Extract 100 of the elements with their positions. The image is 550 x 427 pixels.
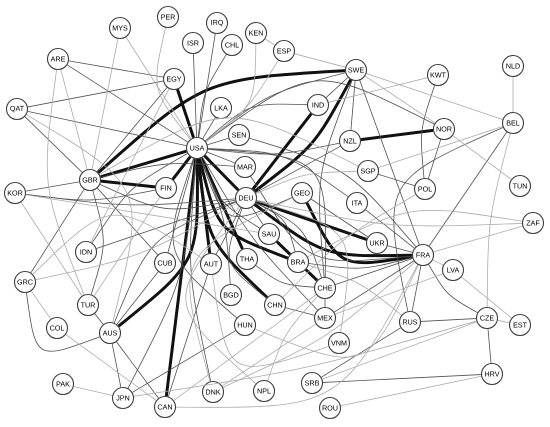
edge-line — [94, 196, 160, 296]
edge-line — [420, 318, 476, 322]
edge-line — [32, 214, 202, 275]
edge-line — [134, 320, 477, 397]
edge-line — [486, 133, 511, 308]
edge-line — [428, 264, 478, 313]
edge-line — [204, 104, 308, 142]
edge-line — [412, 265, 422, 312]
edge-line — [24, 116, 82, 173]
edge-line — [340, 376, 482, 406]
edge-line — [26, 194, 258, 233]
edge-line — [294, 53, 346, 68]
edge-line — [322, 374, 482, 383]
edge-line — [254, 264, 419, 358]
edge-line — [118, 159, 199, 328]
edge-line — [256, 200, 348, 332]
edge-line — [100, 180, 156, 188]
edge-line — [92, 38, 118, 170]
edge-line — [322, 321, 478, 380]
edge-line — [304, 268, 318, 282]
edge-line — [96, 87, 168, 172]
edge-line — [27, 80, 164, 108]
edge-line — [285, 307, 315, 316]
edge-line — [264, 38, 276, 46]
edge-line — [254, 203, 412, 258]
edge-line — [256, 170, 358, 194]
edge-line — [206, 80, 435, 142]
edge-line — [212, 274, 329, 367]
edge-line — [200, 158, 231, 284]
edge-line — [324, 298, 326, 308]
edge-line — [393, 127, 504, 312]
edge-line — [319, 80, 352, 278]
edge-line — [26, 114, 132, 323]
edge-line — [360, 128, 434, 142]
edge-line — [222, 262, 416, 388]
edge-line — [228, 208, 267, 298]
edge-line — [328, 77, 428, 103]
edge-line — [60, 69, 88, 170]
edge-line — [208, 142, 340, 154]
edge-line — [202, 117, 216, 139]
edge-line — [335, 258, 413, 285]
edge-line — [90, 88, 170, 243]
edge-line — [116, 271, 159, 325]
edge-line — [176, 264, 418, 408]
edge-line — [132, 330, 236, 393]
edge-line — [168, 274, 208, 397]
edge-line — [92, 153, 188, 244]
edge-line — [276, 240, 292, 256]
edge-line — [364, 76, 436, 124]
edge-line — [222, 324, 316, 386]
edge-line — [96, 201, 236, 249]
edge-line — [428, 139, 442, 179]
edge-line — [26, 292, 100, 352]
edge-line — [350, 80, 356, 130]
edge-line — [205, 44, 256, 142]
edge-line — [200, 158, 292, 217]
edge-line — [66, 334, 156, 401]
edge-line — [250, 176, 412, 262]
edge-line — [156, 27, 191, 140]
edge-line — [66, 64, 188, 142]
edge-line — [306, 202, 412, 264]
edge-line — [26, 181, 80, 192]
edge-line — [432, 260, 444, 266]
edge-line — [20, 202, 82, 296]
edge-line — [99, 118, 359, 175]
edge-line — [308, 264, 402, 316]
edge-line — [216, 207, 242, 255]
edge-line — [200, 157, 244, 250]
edge-line — [461, 276, 512, 318]
edge-line — [512, 76, 514, 112]
edge-line — [35, 203, 237, 280]
edge-line — [126, 36, 192, 140]
edge-line — [168, 158, 194, 253]
edge-line — [307, 210, 522, 258]
edge-line — [176, 89, 195, 138]
edge-line — [254, 78, 352, 192]
edge-line — [128, 158, 196, 389]
edge-line — [114, 202, 236, 324]
edge-line — [90, 190, 104, 295]
edge-line — [433, 226, 523, 252]
edge-line — [68, 60, 164, 78]
edge-line — [100, 163, 234, 178]
edge-line — [186, 206, 256, 384]
edge-line — [326, 77, 348, 98]
edge-line — [497, 320, 510, 324]
edge-line — [97, 188, 158, 256]
edge-line — [198, 54, 227, 138]
edge-line — [310, 198, 368, 238]
edge-line — [334, 273, 444, 315]
edge-line — [267, 296, 318, 381]
edge-line — [255, 146, 341, 194]
edge-line — [190, 198, 292, 382]
edge-line — [282, 194, 416, 298]
edge-line — [164, 158, 198, 396]
edge-line — [26, 190, 156, 200]
edge-line — [421, 85, 435, 178]
edge-line — [94, 313, 104, 325]
edge-line — [321, 327, 402, 378]
edge-line — [100, 150, 187, 178]
edge-line — [208, 148, 348, 197]
